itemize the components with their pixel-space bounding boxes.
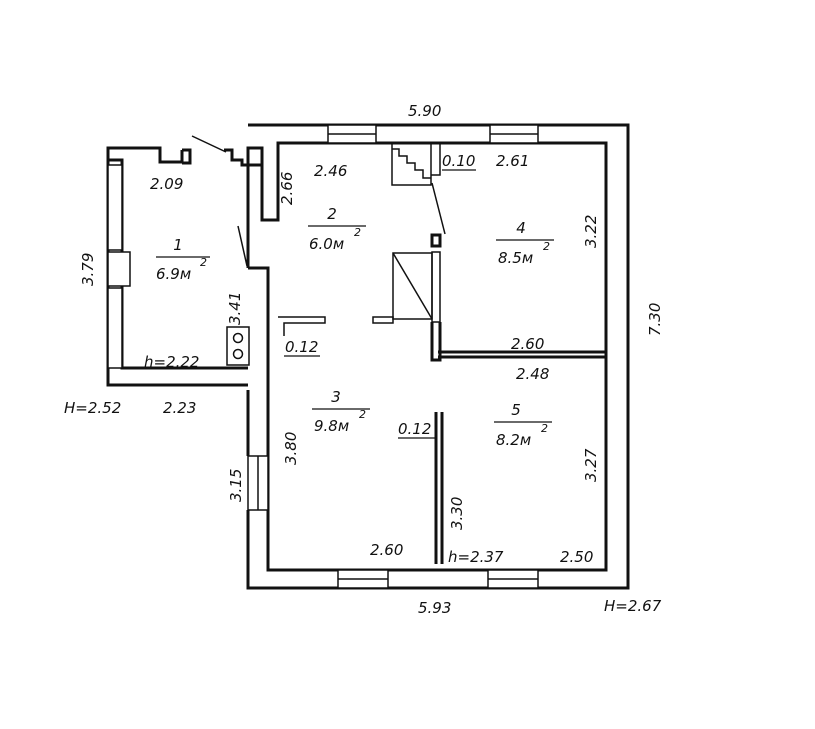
windows [107, 124, 539, 589]
hall-stub-left [278, 316, 326, 336]
dim-porch-right: 3.41 [226, 292, 244, 325]
dim-room4-bottom: 2.60 [511, 335, 544, 353]
room-3-number: 3 [331, 388, 341, 406]
porch-window-mid [107, 251, 131, 287]
room-4-number: 4 [516, 219, 526, 237]
dim-porch-top: 2.09 [150, 175, 183, 193]
height-labels: h=2.22 h=2.37 H=2.52 H=2.67 [64, 353, 662, 615]
room-4-label: 4 8.5м 2 [496, 219, 554, 267]
room-1-label: 1 6.9м 2 [156, 236, 210, 283]
room-4-area: 8.5м [498, 249, 533, 267]
door-swing-room4 [431, 182, 446, 235]
fixtures [191, 135, 446, 366]
dim-room3-wall: 0.12 [285, 338, 318, 356]
height-outer-right: H=2.67 [604, 597, 662, 615]
dim-room4-top: 2.61 [496, 152, 529, 170]
room-5-number: 5 [511, 401, 521, 419]
room-5-label: 5 8.2м 2 [494, 401, 552, 449]
boiler-icon [226, 326, 250, 366]
room-labels: 1 6.9м 2 2 6.0м 2 3 9.8м 2 4 8.5м 2 5 8.… [156, 205, 554, 449]
room-5-sup: 2 [541, 422, 548, 435]
room-1-sup: 2 [200, 256, 207, 269]
dim-room5-bottom: 2.50 [560, 548, 593, 566]
partition-3-5 [434, 412, 444, 564]
porch-entry [224, 148, 262, 167]
dim-room5-top: 2.48 [516, 365, 549, 383]
room-3-sup: 2 [359, 408, 366, 421]
room4-left-wall [430, 233, 442, 362]
hall-stub-right [372, 316, 394, 324]
dim-hall-top: 2.46 [314, 162, 347, 180]
dim-porch-bottom: 2.23 [163, 399, 196, 417]
room-2-area: 6.0м [309, 235, 344, 253]
room-3-area: 9.8м [314, 417, 349, 435]
dim-right-total: 7.30 [646, 303, 664, 336]
room-5-area: 8.2м [496, 431, 531, 449]
dim-porch-left: 3.79 [79, 253, 97, 286]
height-rooms: h=2.37 [448, 548, 504, 566]
dimension-labels: 5.90 5.93 7.30 2.09 3.79 3.41 2.23 2.46 … [79, 102, 664, 617]
dim-room4-right: 3.22 [582, 215, 600, 248]
dim-room3-bottom: 2.60 [370, 541, 403, 559]
room-2-sup: 2 [354, 226, 361, 239]
dim-room5-right: 3.27 [582, 448, 600, 482]
room-4-sup: 2 [543, 240, 550, 253]
dim-partition-len: 3.30 [448, 497, 466, 530]
room-1-area: 6.9м [156, 265, 191, 283]
dim-top-total: 5.90 [408, 102, 441, 120]
porch-window-top [107, 164, 123, 251]
room-3-label: 3 9.8м 2 [312, 388, 370, 435]
dim-bottom-total: 5.93 [418, 599, 451, 617]
room-1-number: 1 [173, 236, 183, 254]
dim-room3-left: 3.80 [282, 432, 300, 465]
height-porch: h=2.22 [144, 353, 199, 371]
room-2-label: 2 6.0м 2 [308, 205, 366, 253]
porch-window-low [107, 287, 123, 369]
door-swing-hall [237, 225, 248, 267]
dim-hall-left-stub: 2.66 [278, 172, 296, 205]
room-2-number: 2 [327, 205, 337, 223]
partition-4-5 [438, 350, 606, 359]
door-swing-porch [191, 135, 227, 153]
height-outer-left: H=2.52 [64, 399, 121, 417]
dim-hall-wall: 0.10 [442, 152, 475, 170]
dim-partition-wall: 0.12 [398, 420, 431, 438]
staircase-icon [391, 143, 441, 186]
dim-outer-left: 3.15 [227, 469, 245, 502]
